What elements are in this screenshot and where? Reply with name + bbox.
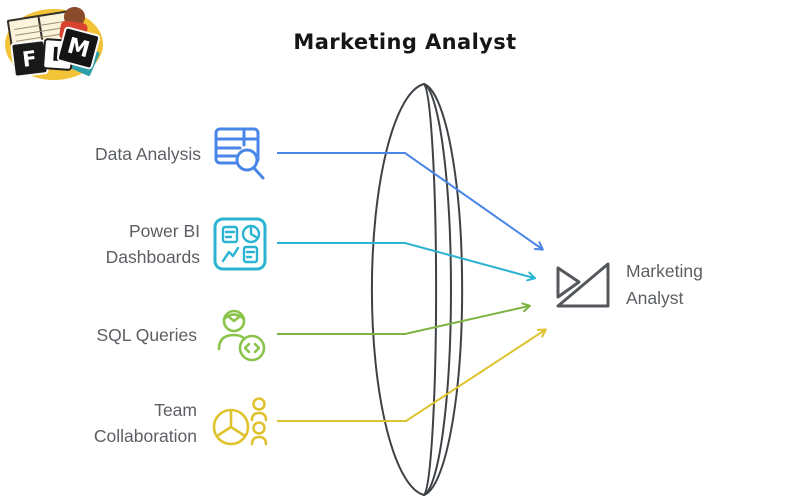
skill-label: Data Analysis (94, 144, 201, 164)
dashboard-icon (213, 217, 267, 271)
connector-data-analysis (277, 152, 544, 251)
connector-sql-queries (277, 302, 531, 335)
pie-people-icon (212, 397, 268, 446)
connector-team-collaboration (277, 328, 547, 422)
connector-power-bi (277, 242, 536, 282)
output-role: Marketing Analyst (554, 258, 703, 312)
page-title: Marketing Analyst (293, 30, 517, 54)
flm-logo: F L M (2, 2, 108, 88)
output-label: Marketing Analyst (626, 261, 703, 308)
trend-triangles-icon (556, 262, 610, 308)
skill-label: Power BI Dashboards (105, 221, 200, 267)
skill-label: Team Collaboration (93, 400, 197, 446)
lens-shape (370, 83, 464, 496)
skill-sql-queries: SQL Queries (40, 305, 268, 365)
skill-team-collaboration: Team Collaboration (38, 393, 270, 453)
table-search-icon (214, 127, 265, 180)
skill-data-analysis: Data Analysis (40, 126, 266, 182)
skill-power-bi-dashboards: Power BI Dashboards (40, 215, 267, 273)
skill-label: SQL Queries (96, 325, 197, 345)
person-code-icon (217, 309, 266, 362)
